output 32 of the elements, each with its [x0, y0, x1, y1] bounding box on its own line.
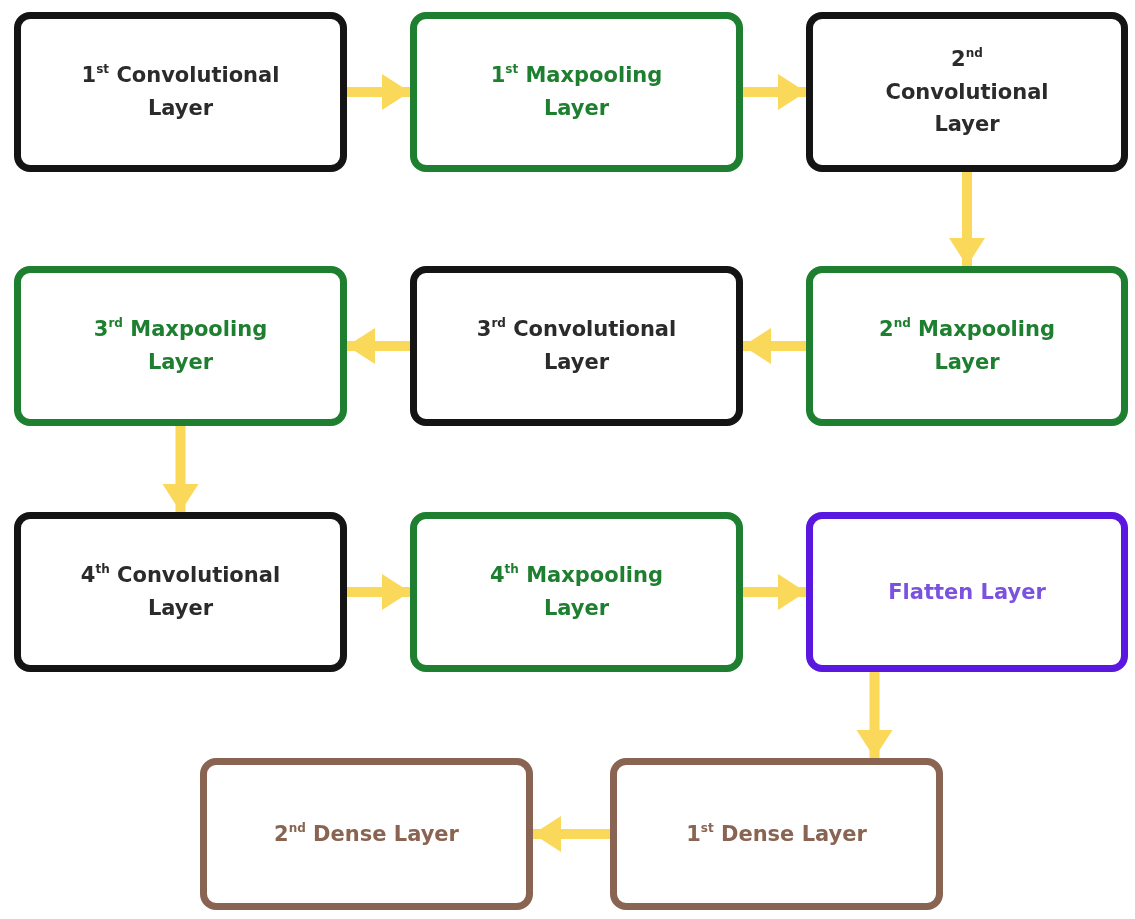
layer-label: Flatten Layer: [888, 578, 1046, 606]
arrow: [949, 172, 985, 266]
layer-label: 2$^{nd}$ Dense Layer: [274, 819, 459, 848]
arrow: [347, 574, 410, 610]
layer-box: [410, 266, 743, 426]
layer-box: [410, 512, 743, 672]
layer-box: [14, 512, 347, 672]
layer-box: [14, 12, 347, 172]
layer-label: 4$^{th}$ Convolutional Layer: [80, 561, 281, 622]
arrow: [347, 74, 410, 110]
layer-label: 2$^{nd}$ Maxpooling Layer: [878, 315, 1056, 376]
layer-box: [14, 266, 347, 426]
layer-box: [410, 12, 743, 172]
arrow: [162, 426, 199, 512]
layer-label: 1$^{st}$ Dense Layer: [686, 819, 867, 848]
arrow: [743, 574, 806, 610]
layer-box: [806, 266, 1128, 426]
arrow: [743, 74, 806, 110]
layer-box: [200, 758, 533, 910]
arrow: [347, 328, 410, 364]
layer-label: 1$^{st}$ Convolutional Layer: [80, 61, 281, 122]
layer-label: 3$^{rd}$ Convolutional Layer: [476, 315, 677, 376]
arrow: [856, 672, 893, 758]
layer-label: 2$^{nd}$ Convolutional Layer: [884, 45, 1050, 139]
layer-box: [610, 758, 943, 910]
arrow: [533, 816, 610, 852]
layer-box: [806, 512, 1128, 672]
layer-box: [806, 12, 1128, 172]
layer-label: 4$^{th}$ Maxpooling Layer: [488, 561, 665, 622]
arrow: [743, 328, 806, 364]
layer-label: 1$^{st}$ Maxpooling Layer: [489, 61, 664, 122]
layer-label: 3$^{rd}$ Maxpooling Layer: [92, 315, 269, 376]
